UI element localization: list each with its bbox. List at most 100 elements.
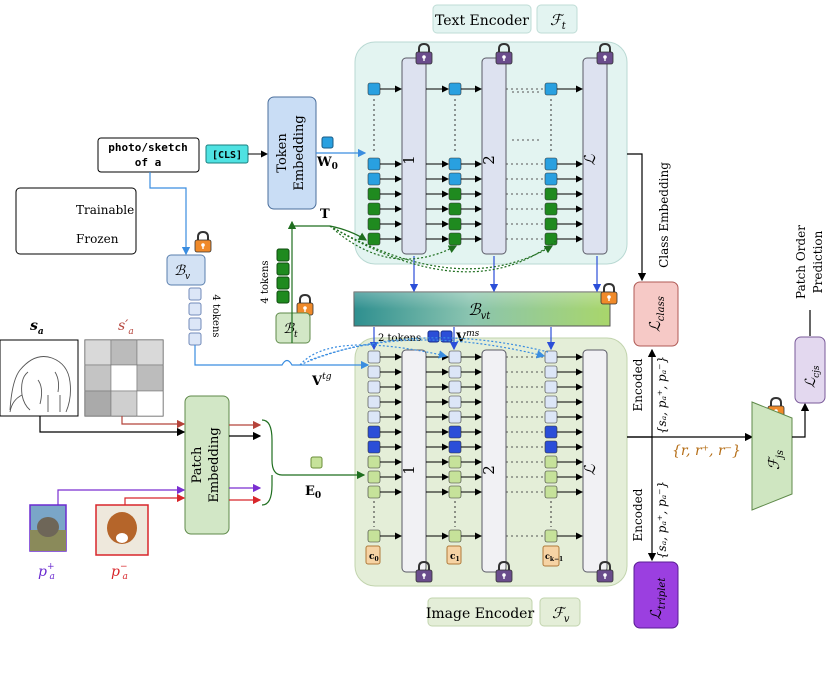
svg-text:ℬvt: ℬvt [468,300,491,322]
svg-text:W0: W0 [316,155,338,172]
image-token [367,395,381,409]
svg-text:Text Encoder: Text Encoder [435,13,529,29]
svg-text:Frozen: Frozen [76,232,119,246]
svg-text:Token: Token [275,133,290,173]
svg-text:p−a: p−a [111,562,128,582]
loss-class: ℒclass [633,281,679,347]
image-token [544,380,558,394]
svg-text:ℒcjs: ℒcjs [803,365,822,388]
text-token [367,232,381,246]
svg-text:2 tokens: 2 tokens [378,333,421,344]
text-encoder-tokens [367,82,583,246]
frozen-lock-icon [596,42,614,65]
text-token [544,187,558,201]
vtg-label: Vtg [311,372,332,389]
image-encoder-layers: 1 2 ℒ [400,349,608,573]
image-token [448,350,462,364]
svg-text:of a: of a [135,156,162,169]
text-token [448,217,462,231]
svg-text:1: 1 [400,465,418,475]
text-token [544,172,558,186]
svg-text:4 tokens: 4 tokens [260,260,271,303]
sketch-sa-prime: s′a [84,318,164,417]
svg-text:ℱt: ℱt [550,11,567,32]
image-token [367,440,381,454]
svg-text:ℒ: ℒ [581,463,599,475]
text-token [367,157,381,171]
image-token [544,410,558,424]
patch-out-arrows [229,419,366,506]
svg-text:sa: sa [30,318,44,337]
svg-text:ℒtriplet: ℒtriplet [647,577,668,620]
image-token [448,380,462,394]
svg-text:ℬv: ℬv [174,263,190,282]
image-token [448,455,462,469]
image-token [367,365,381,379]
svg-text:c0: c0 [369,552,379,563]
text-token [367,82,381,96]
bt-tokens: 4 tokens [260,248,290,304]
t-paths [292,225,558,273]
encoded-top-label: Encoded [631,358,645,411]
svg-text:1: 1 [400,155,418,165]
cls-token: [CLS] [205,144,249,164]
photo-pa-plus: p+a [29,504,67,582]
image-token [544,440,558,454]
vms-tokens: 2 tokens Vms [378,329,480,346]
image-token [544,395,558,409]
token-embedding-box: Token Embedding [267,96,317,210]
image-token [367,470,381,484]
svg-text:s′a: s′a [118,318,134,337]
text-token [367,217,381,231]
image-token [448,529,462,543]
text-token [448,232,462,246]
t-label: T [320,207,330,222]
vtg-paths [194,337,549,370]
frozen-lock-icon [495,42,513,65]
class-embedding-arrow [627,153,647,282]
image-token [367,350,381,364]
svg-text:ℒclass: ℒclass [646,296,667,332]
frozen-lock-icon [415,560,433,583]
patch-embedding-box: Patch Embedding [184,395,230,535]
text-token [544,232,558,246]
text-token [448,202,462,216]
text-token [367,202,381,216]
text-token [367,187,381,201]
image-encoder-title: Image Encoder ℱv [426,597,581,627]
svg-text:[CLS]: [CLS] [212,150,242,161]
image-token [367,410,381,424]
image-token [544,365,558,379]
prompt-c-tokens: c0 c1 ck−1 [365,545,563,567]
image-token [448,395,462,409]
image-token [367,529,381,543]
r-set-label: {r, r⁺, r⁻} [672,443,741,459]
prompt-to-bv-arrow [149,172,191,256]
text-token [448,157,462,171]
text-token [544,82,558,96]
svg-text:Trainable: Trainable [76,203,134,217]
svg-text:Patch: Patch [190,446,205,483]
e0-token: E0 [305,456,323,501]
loss-cjs: ℒcjs [794,336,826,404]
encoded-bottom-set: {sₐ, pₐ⁺, pₐ⁻} [655,481,669,559]
image-token [367,485,381,499]
svg-text:p+a: p+a [38,562,55,582]
class-embedding-label: Class Embedding [657,162,671,268]
svg-text:E0: E0 [305,484,321,501]
image-to-patch-arrows [39,416,186,505]
patch-order-label-2: Prediction [811,230,825,293]
text-encoder-title: Text Encoder ℱt [432,4,578,34]
image-token [448,365,462,379]
trainable-lock-icon [296,293,314,316]
text-token [544,157,558,171]
bv-tokens: 4 tokens [188,287,221,346]
image-token [448,470,462,484]
image-token [544,350,558,364]
image-token [448,485,462,499]
legend: Trainable Frozen [15,187,137,255]
svg-text:ck−1: ck−1 [545,551,563,563]
text-encoder-layers: 1 2 ℒ [400,57,608,255]
svg-text:4 tokens: 4 tokens [210,294,221,337]
